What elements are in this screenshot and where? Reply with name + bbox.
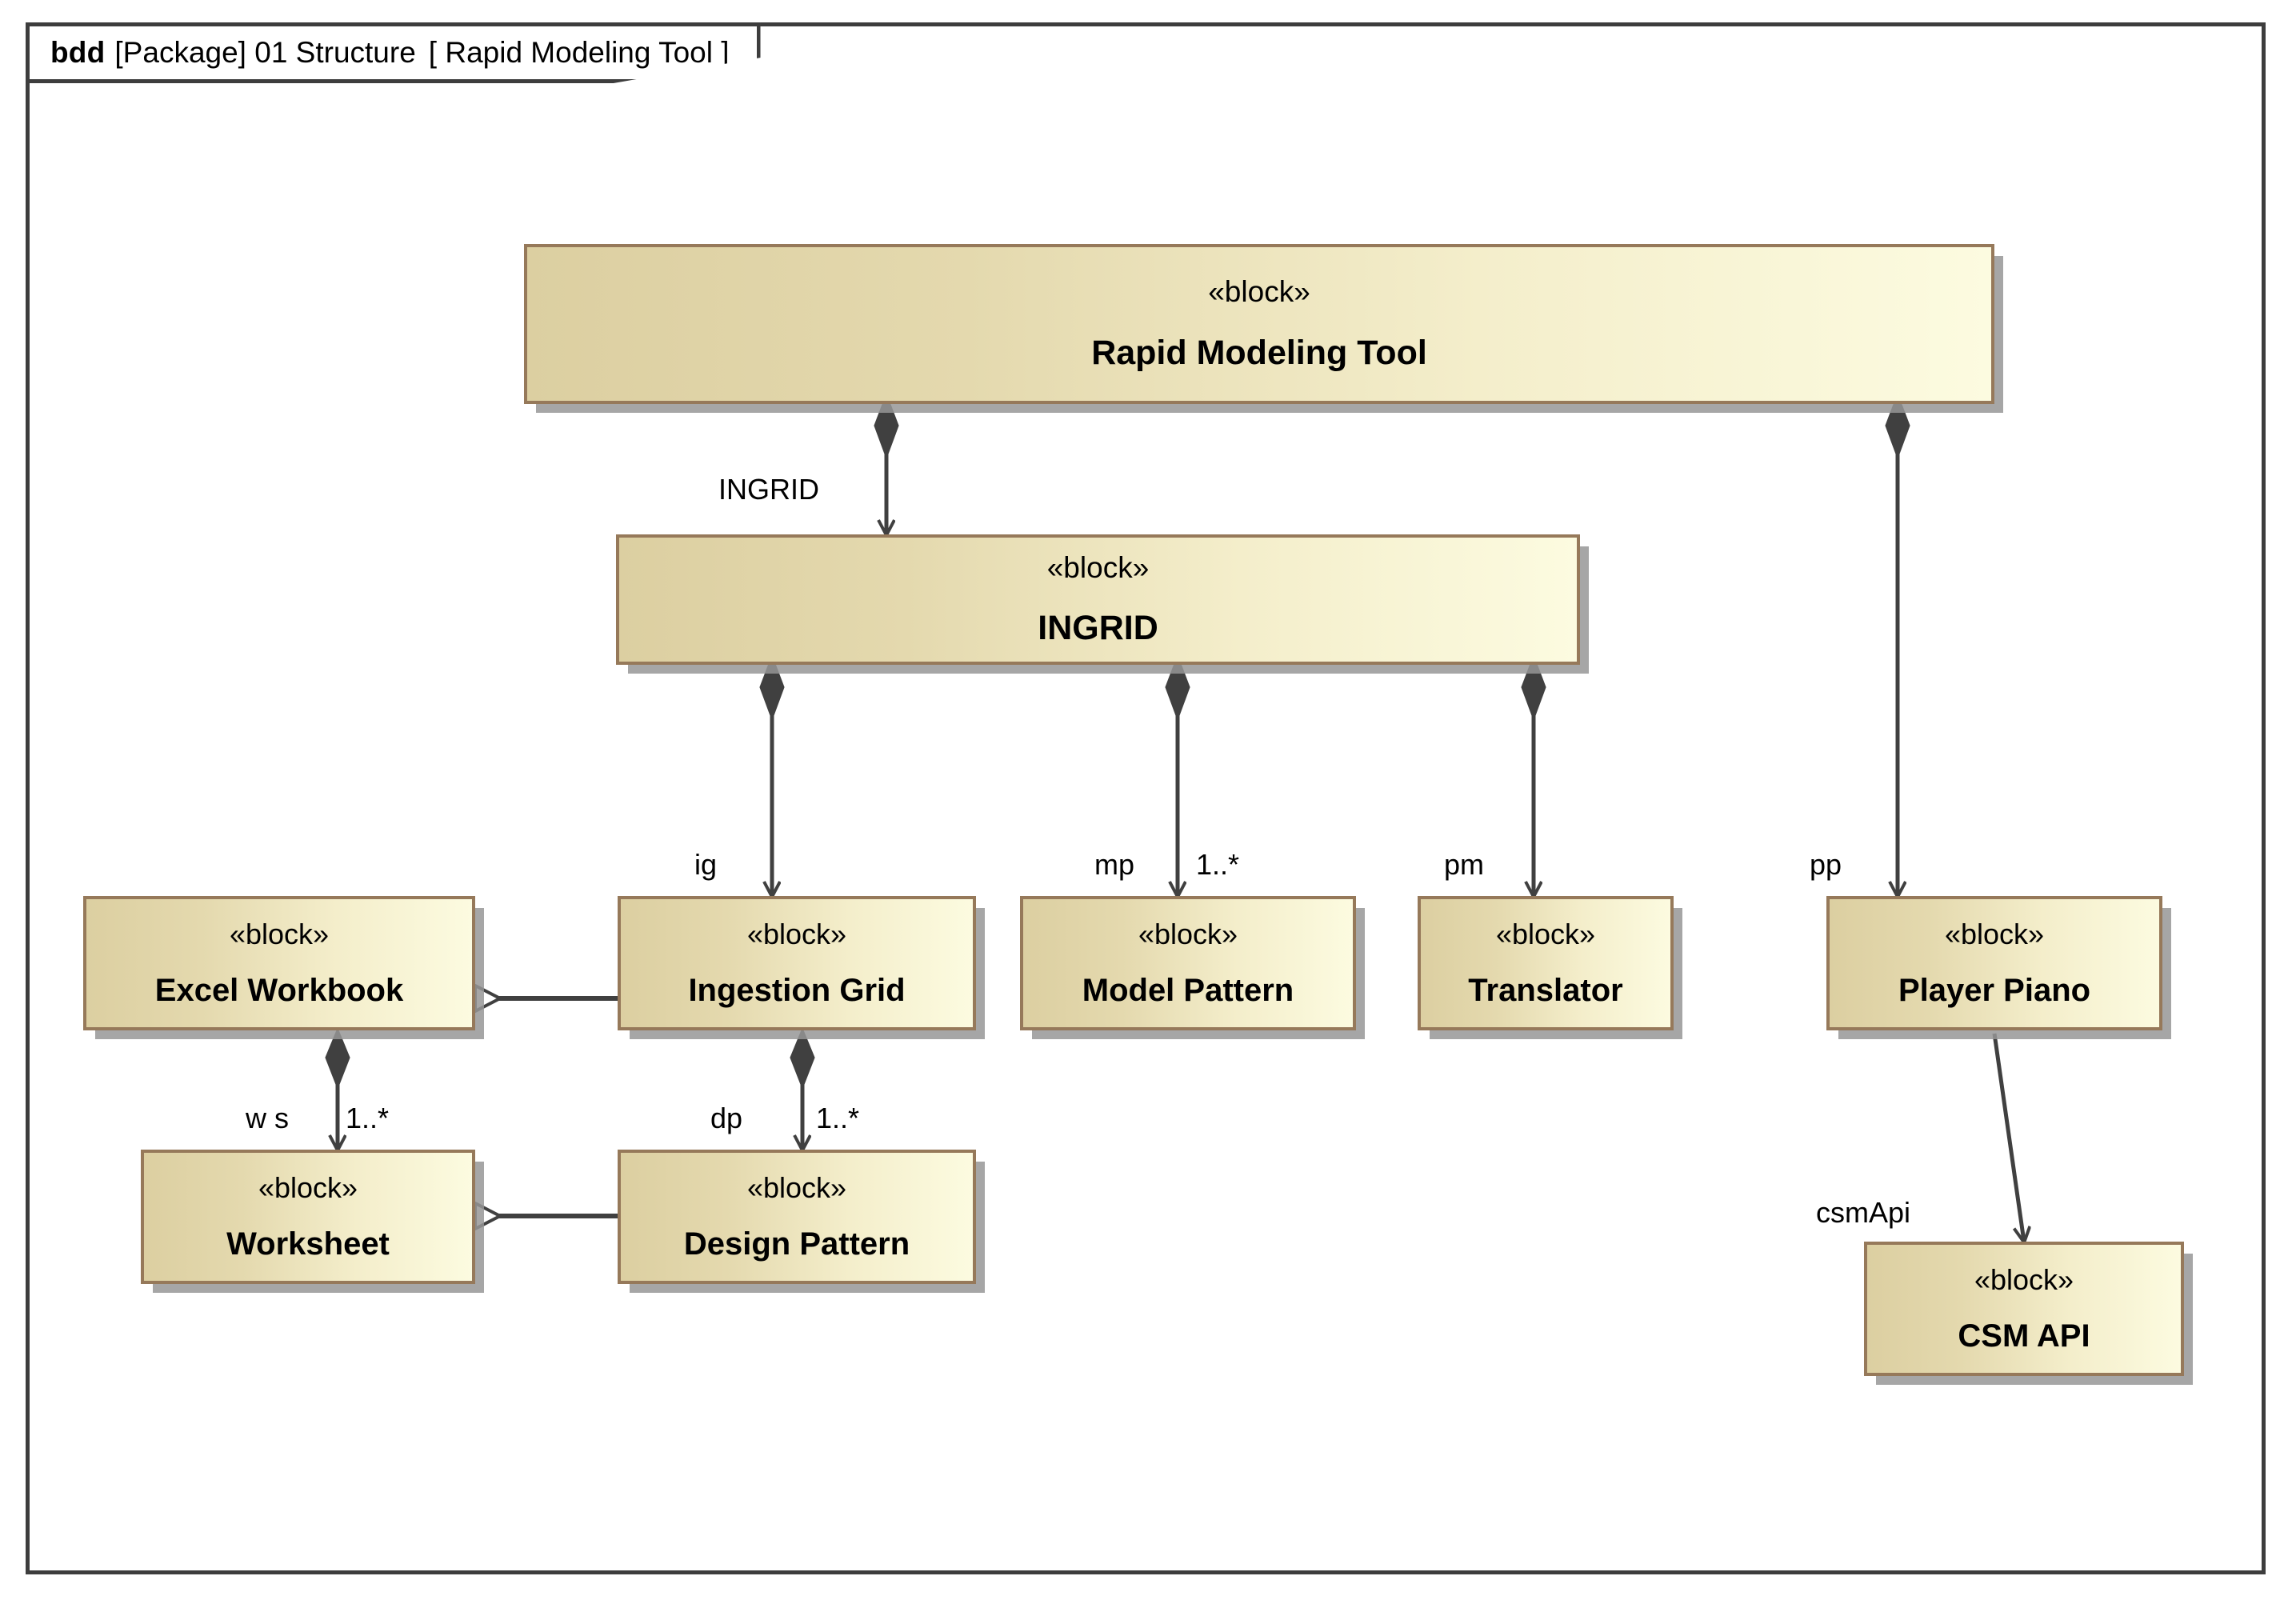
block-name: CSM API [1958,1318,2090,1354]
block-name: Design Pattern [683,1226,910,1262]
block-stereotype: «block» [1208,275,1310,308]
block-stereotype: «block» [1138,918,1238,951]
block-stereotype: «block» [1046,550,1150,584]
edge-label-pp-role: pp [1810,848,1842,881]
edge-label-ig-role: ig [694,848,718,881]
block-name: INGRID [1038,609,1158,648]
edge-label-mp-role: mp [1094,848,1135,881]
block-player-piano[interactable]: «block» Player Piano [1826,896,2162,1030]
block-name: Rapid Modeling Tool [1091,333,1427,372]
edge-multiplicity-ws: 1..* [346,1102,390,1134]
block-name: Ingestion Grid [688,972,906,1008]
block-model-pattern[interactable]: «block» Model Pattern [1020,896,1356,1030]
block-stereotype: «block» [1944,918,2045,951]
edge-label-ws-role: w s [246,1102,289,1134]
block-ingestion-grid[interactable]: «block» Ingestion Grid [618,896,976,1030]
block-ingrid[interactable]: «block» INGRID [616,534,1580,665]
block-design-pattern[interactable]: «block» Design Pattern [618,1150,976,1284]
block-stereotype: «block» [258,1171,358,1205]
block-stereotype: «block» [229,918,330,951]
edge-multiplicity-mp: 1..* [1196,848,1240,881]
block-stereotype: «block» [746,918,847,951]
block-name: Player Piano [1898,972,2091,1008]
block-csm-api[interactable]: «block» CSM API [1864,1242,2184,1376]
block-excel-workbook[interactable]: «block» Excel Workbook [83,896,475,1030]
block-stereotype: «block» [1974,1263,2074,1297]
diagram-frame-name: [ Rapid Modeling Tool ] [428,36,730,69]
block-name: Translator [1468,972,1623,1008]
block-stereotype: «block» [1495,918,1596,951]
diagram-header-tab: bdd [Package] 01 Structure [ Rapid Model… [26,22,761,83]
block-name: Excel Workbook [154,972,404,1008]
edge-label-ingrid-role: INGRID [718,473,819,506]
edge-label-pm-role: pm [1444,848,1485,881]
block-translator[interactable]: «block» Translator [1418,896,1674,1030]
edge-label-dp-role: dp [710,1102,743,1134]
block-name: Model Pattern [1082,972,1294,1008]
block-stereotype: «block» [746,1171,847,1205]
block-name: Worksheet [226,1226,390,1262]
block-worksheet[interactable]: «block» Worksheet [141,1150,475,1284]
edge-multiplicity-dp: 1..* [816,1102,860,1134]
diagram-qualifier: [Package] 01 Structure [114,36,416,69]
block-rapid-modeling-tool[interactable]: «block» Rapid Modeling Tool [524,244,1994,404]
diagram-kind-label: bdd [50,36,106,69]
edge-label-csmapi-role: csmApi [1816,1196,1911,1229]
